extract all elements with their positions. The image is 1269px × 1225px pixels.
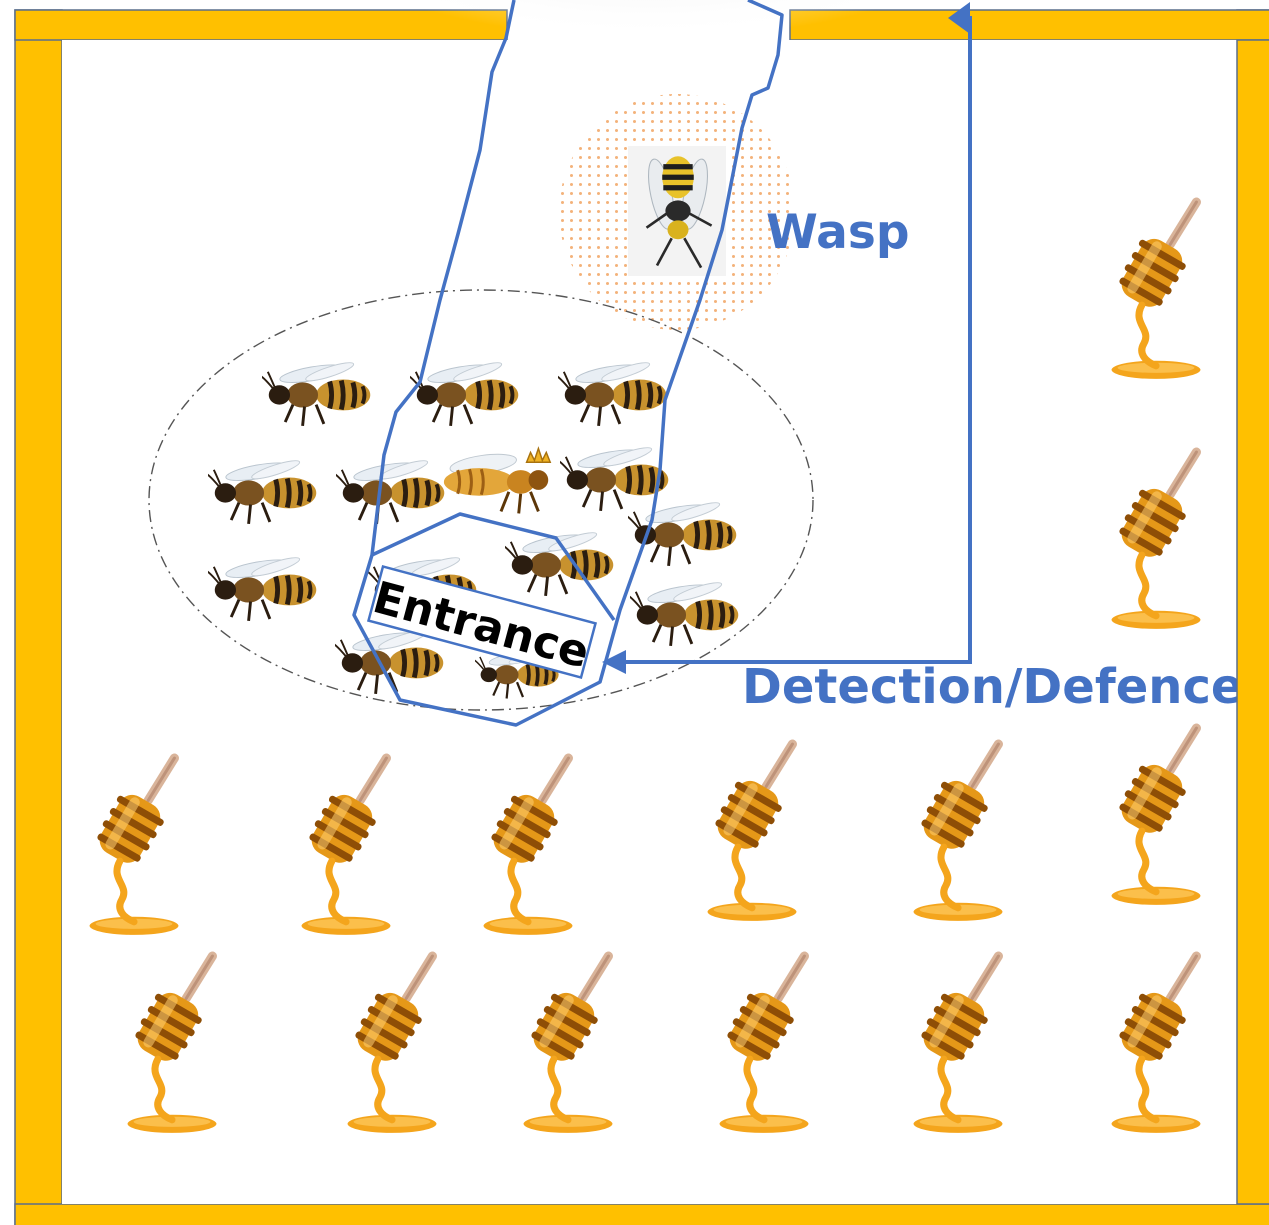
hive-frame-bottom bbox=[14, 1203, 1269, 1225]
arrowhead-up-icon bbox=[948, 2, 970, 34]
detection-zone-label: Detection/Defence Zo bbox=[742, 659, 1269, 715]
entrance-tunnel bbox=[352, 0, 784, 727]
entrance-label-box bbox=[366, 564, 598, 680]
colony-boundary bbox=[148, 289, 814, 711]
wasp-label: Wasp bbox=[766, 205, 910, 260]
entrance-inner-edge bbox=[371, 512, 616, 622]
hive-frame-right-overlay bbox=[1236, 39, 1269, 1205]
opening-shadow bbox=[420, 0, 880, 80]
arrowhead-left-icon bbox=[602, 650, 626, 674]
hive-frame-left bbox=[14, 9, 63, 1225]
